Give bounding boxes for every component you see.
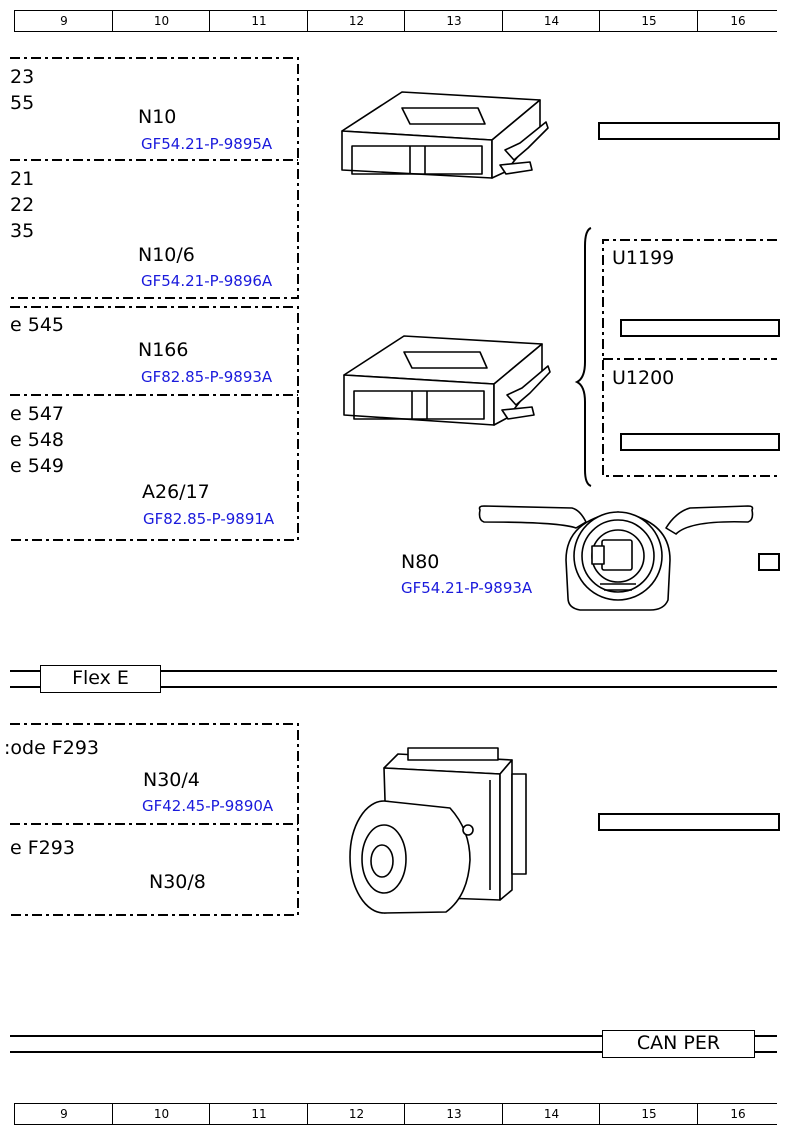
reference-link-a26-17[interactable]: GF82.85-P-9891A	[143, 510, 275, 528]
wire-code: 22	[10, 194, 35, 216]
ruler-cell: 11	[209, 11, 308, 31]
ruler-cell: 10	[112, 1104, 210, 1124]
wire-code: e 545	[10, 314, 64, 336]
bus-connector-u1199	[620, 319, 780, 337]
abs-unit-n30-icon	[349, 747, 527, 914]
ruler-cell: 10	[112, 11, 210, 31]
control-unit-n166-icon	[343, 335, 551, 426]
component-label-n10-6: N10/6	[138, 244, 195, 266]
bus-connector-u1200	[620, 433, 780, 451]
reference-link-n166[interactable]: GF82.85-P-9893A	[141, 368, 273, 386]
ruler-cell: 9	[14, 1104, 113, 1124]
ruler-cell: 13	[404, 11, 503, 31]
frame-n166-group	[10, 306, 299, 541]
wire-code: 35	[10, 220, 35, 242]
steering-switch-n80-icon	[478, 505, 754, 611]
component-label-n30-8: N30/8	[149, 871, 206, 893]
component-label-n166: N166	[138, 339, 189, 361]
wire-code: 55	[10, 92, 35, 114]
ruler-cell: 16	[697, 1104, 778, 1124]
wire-code: :ode F293	[4, 737, 100, 759]
component-label-n10: N10	[138, 106, 177, 128]
bus-connector-n10	[598, 122, 780, 140]
wire-code: 23	[10, 66, 35, 88]
brace-symbol	[574, 227, 592, 487]
component-label-u1199: U1199	[612, 247, 675, 269]
reference-link-n30-4[interactable]: GF42.45-P-9890A	[142, 797, 274, 815]
flex-e-bus-label: Flex E	[40, 665, 161, 693]
ruler-cell: 14	[502, 1104, 600, 1124]
wire-code: e 547	[10, 403, 64, 425]
wire-code: e F293	[10, 837, 75, 859]
ruler-cell: 11	[209, 1104, 308, 1124]
bus-connector-n30	[598, 813, 780, 831]
ruler-cell: 16	[697, 11, 778, 31]
grid-ruler-top: 9 10 11 12 13 14 15 16	[14, 10, 777, 32]
component-label-n30-4: N30/4	[143, 769, 200, 791]
ruler-cell: 12	[307, 1104, 405, 1124]
wire-code: e 548	[10, 429, 64, 451]
frame-n30-group	[10, 723, 299, 916]
bus-connector-n80	[758, 553, 780, 571]
ruler-cell: 15	[599, 11, 698, 31]
control-unit-n10-icon	[341, 91, 549, 179]
ruler-cell: 15	[599, 1104, 698, 1124]
ruler-cell: 14	[502, 11, 600, 31]
can-per-bus-label: CAN PER	[602, 1030, 755, 1058]
ruler-cell: 9	[14, 11, 113, 31]
reference-link-n10-6[interactable]: GF54.21-P-9896A	[141, 272, 273, 290]
component-label-a26-17: A26/17	[142, 481, 210, 503]
reference-link-n10[interactable]: GF54.21-P-9895A	[141, 135, 273, 153]
wire-code: 21	[10, 168, 35, 190]
reference-link-n80[interactable]: GF54.21-P-9893A	[401, 579, 533, 597]
grid-ruler-bottom: 9 10 11 12 13 14 15 16	[14, 1103, 777, 1125]
frame-u1199-group	[602, 239, 777, 477]
component-label-n80: N80	[401, 551, 440, 573]
ruler-cell: 13	[404, 1104, 503, 1124]
wire-code: e 549	[10, 455, 64, 477]
frame-n10-group	[10, 57, 299, 299]
component-label-u1200: U1200	[612, 367, 675, 389]
ruler-cell: 12	[307, 11, 405, 31]
